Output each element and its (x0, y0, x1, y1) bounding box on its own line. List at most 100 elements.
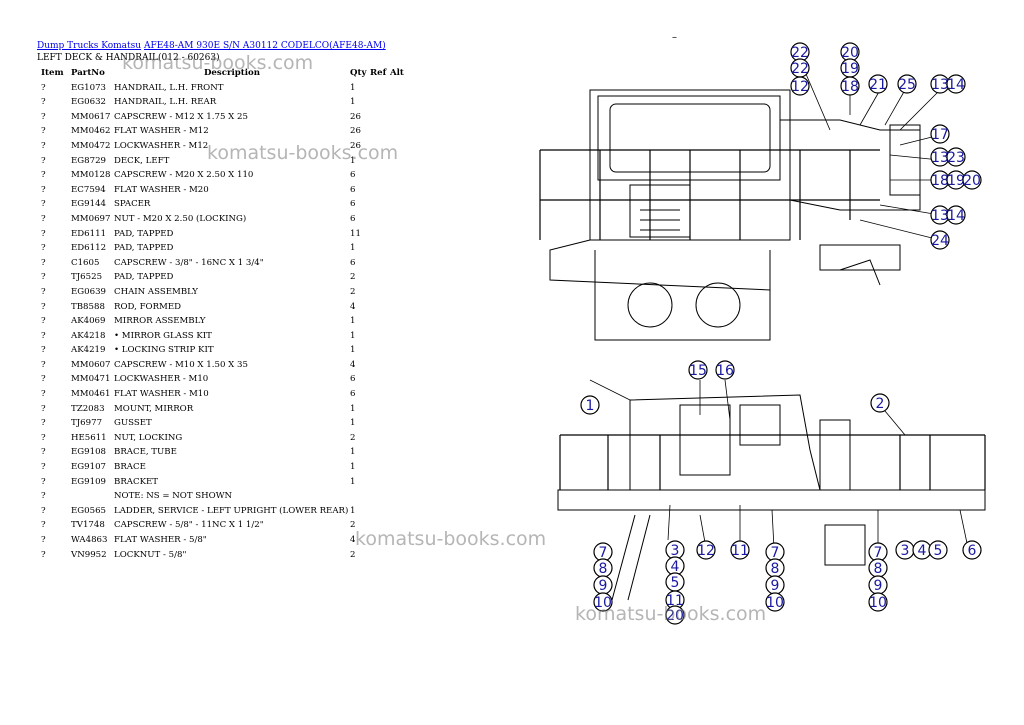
cell-item: ? (41, 97, 46, 108)
callout-top-label: 20 (841, 45, 859, 61)
cell-item: ? (41, 316, 46, 327)
callout-top-label: 17 (931, 127, 949, 143)
callout-bottom-label: 9 (771, 578, 780, 594)
frame-hole-left (627, 282, 673, 328)
callout-bottom-label: 8 (771, 561, 780, 577)
cell-description: NUT - M20 X 2.50 (LOCKING) (114, 213, 247, 224)
cell-description: MIRROR ASSEMBLY (114, 316, 206, 327)
cell-qty: 1 (350, 316, 356, 327)
callout-bottom-label: 3 (901, 543, 910, 559)
cell-qty: 1 (350, 97, 356, 108)
cell-qty: 6 (350, 257, 356, 268)
cell-description: LOCKWASHER - M10 (114, 374, 209, 385)
cell-item: ? (41, 184, 46, 195)
callout-top-circle (897, 74, 917, 94)
cell-qty: 1 (350, 82, 356, 93)
parts-table: Item PartNo Description Qty Ref Alt ?EG1… (37, 66, 404, 562)
callout-top-label: 25 (898, 77, 916, 93)
cell-item: ? (41, 520, 46, 531)
table-row: ? AK4069 MIRROR ASSEMBLY 1 (37, 314, 404, 329)
cell-qty: 6 (350, 389, 356, 400)
breadcrumb-link-model[interactable]: AFE48-AM 930E S/N A30112 CODELCO(AFE48-A… (143, 41, 386, 51)
cell-qty: 1 (350, 418, 356, 429)
callout-bottom-circle (928, 540, 948, 560)
cell-partno: TB8588 (71, 301, 105, 312)
callout-top-label: 23 (947, 150, 965, 166)
header-qty: Qty (350, 68, 367, 78)
cell-description: BRACE (114, 462, 146, 473)
cell-description: • MIRROR GLASS KIT (114, 330, 212, 341)
callout-top-label: 12 (791, 79, 809, 95)
breadcrumb-link-category[interactable]: Dump Trucks Komatsu (37, 41, 142, 51)
cell-item: ? (41, 213, 46, 224)
cell-qty: 1 (350, 243, 356, 254)
service-ladder (611, 514, 651, 601)
cell-item: ? (41, 505, 46, 516)
cell-partno: AK4069 (71, 316, 106, 327)
cell-item: ? (41, 301, 46, 312)
callout-bottom-label: 15 (689, 363, 707, 379)
cell-description: HANDRAIL, L.H. FRONT (114, 82, 224, 93)
cab-outline (589, 89, 791, 241)
callout-top-label: 22 (791, 61, 809, 77)
callout-bottom-circle (593, 592, 613, 612)
table-row: ?NOTE: NS = NOT SHOWN (37, 489, 404, 504)
header-partno: PartNo (71, 68, 105, 78)
cell-partno: MM0607 (71, 359, 111, 370)
side-panel (889, 124, 921, 196)
callout-top-circle (790, 76, 810, 96)
cell-description: HANDRAIL, L.H. REAR (114, 97, 217, 108)
cell-qty: 4 (350, 535, 356, 545)
cell-description: SPACER (114, 199, 151, 210)
cell-item: ? (41, 345, 46, 356)
radiator-fins (640, 199, 680, 231)
callout-top-circle (868, 74, 888, 94)
cell-partno: C1605 (71, 257, 100, 268)
cell-description: • LOCKING STRIP KIT (114, 345, 214, 356)
cell-item: ? (41, 462, 46, 473)
callout-bottom-label: 7 (599, 545, 608, 561)
callout-bottom-label: 16 (716, 363, 734, 379)
cell-item: ? (41, 126, 46, 137)
cell-item: ? (41, 476, 46, 487)
cell-partno: EG9108 (71, 447, 107, 458)
top-view-drawing (539, 59, 941, 341)
callout-top-circle (930, 230, 950, 250)
callout-bottom-label: 2 (876, 396, 885, 412)
callout-bottom-label: 3 (671, 543, 680, 559)
cell-description: BRACE, TUBE (114, 447, 177, 458)
cell-description: NUT, LOCKING (114, 432, 183, 443)
cell-partno: ED6111 (71, 228, 107, 239)
cell-description: CHAIN ASSEMBLY (114, 286, 198, 297)
callout-bottom-label: 8 (874, 561, 883, 577)
callout-top-label: 18 (841, 79, 859, 95)
cell-description: PAD, TAPPED (114, 272, 174, 283)
cell-item: ? (41, 374, 46, 385)
cell-partno: MM0472 (71, 140, 111, 151)
header-alt: Alt (390, 68, 404, 78)
chain-assembly (839, 259, 881, 286)
cell-qty: 1 (350, 447, 356, 458)
cell-partno: MM0617 (71, 111, 111, 122)
cell-item: ? (41, 170, 46, 181)
cell-item: ? (41, 111, 46, 122)
cell-description: ROD, FORMED (114, 301, 182, 312)
cell-description: CAPSCREW - M20 X 2.50 X 110 (114, 170, 254, 181)
callout-top-label: 21 (869, 77, 887, 93)
callout-bottom-label: 6 (968, 543, 977, 559)
frame-outline (594, 250, 771, 341)
